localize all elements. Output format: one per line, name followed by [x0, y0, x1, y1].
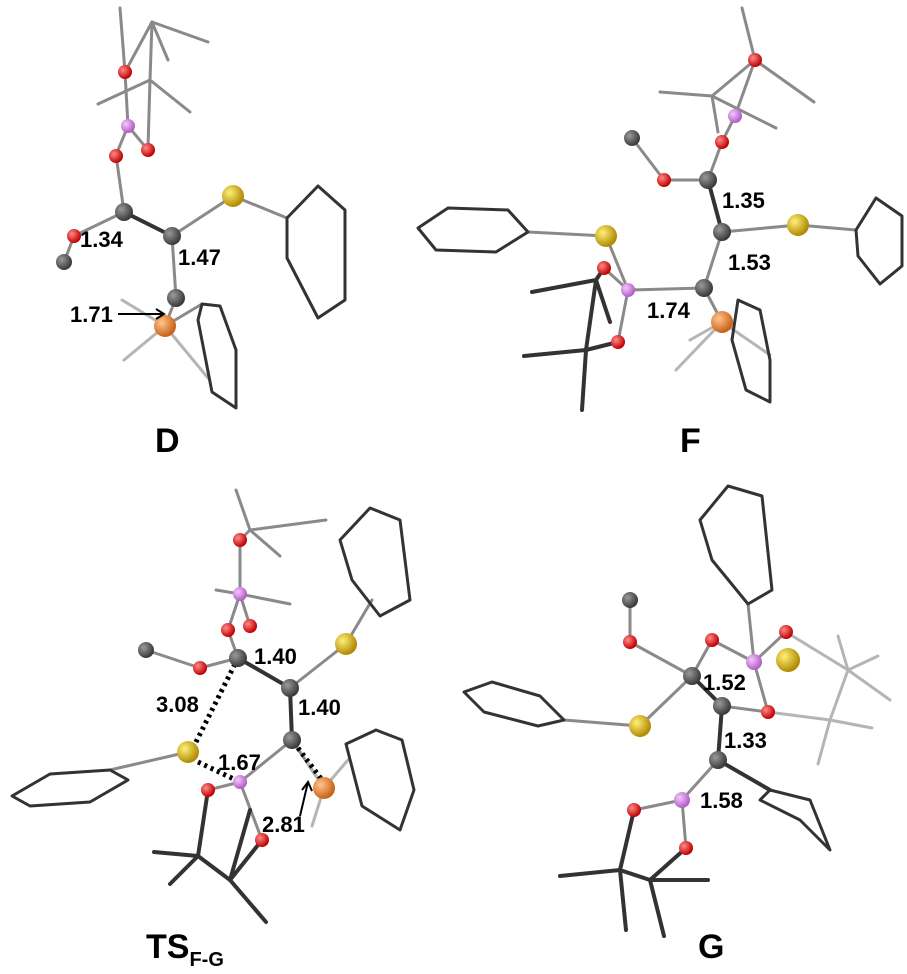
sulfur-atom	[222, 185, 244, 207]
bond-arrow	[118, 308, 166, 320]
phosphorus-atom	[711, 311, 733, 333]
panel-g-label: G	[698, 928, 724, 966]
carbon-atom	[138, 642, 154, 658]
oxygen-atom	[255, 833, 269, 847]
oxygen-atom	[118, 65, 132, 79]
boron-atom	[233, 775, 247, 789]
carbon-atom	[283, 731, 301, 749]
oxygen-atom	[611, 335, 625, 349]
bond-length-label: 1.35	[722, 188, 765, 213]
carbon-atom	[695, 279, 713, 297]
forming-bond-dotted	[196, 759, 242, 785]
panel-f-label: F	[680, 422, 701, 460]
boron-atom	[674, 792, 690, 808]
panel-g-bonds	[558, 598, 892, 938]
oxygen-atom	[193, 661, 207, 675]
carbon-atom	[281, 679, 299, 697]
panel-g: 1.52 1.33 1.58 G	[462, 484, 892, 966]
panel-ts-label: TSF-G	[146, 928, 224, 971]
panel-g-atoms	[622, 592, 800, 855]
bond-length-label: 1.67	[218, 750, 261, 775]
forming-bond-dotted	[191, 656, 241, 748]
sulfur-atom	[595, 225, 617, 247]
panel-f-rings	[416, 196, 904, 404]
boron-atom	[233, 587, 247, 601]
carbon-atom	[622, 592, 638, 608]
oxygen-atom	[761, 705, 775, 719]
oxygen-atom	[705, 633, 719, 647]
carbon-atom	[56, 254, 72, 270]
boron-atom	[621, 283, 635, 297]
bond-length-label: 1.52	[703, 670, 746, 695]
panel-g-rings	[462, 484, 832, 852]
bond-length-label: 1.53	[728, 250, 771, 275]
oxygen-atom	[597, 261, 611, 275]
panel-d-label: D	[155, 422, 180, 460]
bond-length-label: 1.34	[80, 227, 124, 252]
carbon-atom	[163, 227, 181, 245]
bond-length-label: 1.58	[700, 788, 743, 813]
boron-atom	[121, 119, 135, 133]
oxygen-atom	[748, 53, 762, 67]
panel-f-bonds	[522, 6, 858, 412]
sulfur-atom	[776, 648, 800, 672]
bond-arrow	[299, 780, 313, 817]
phosphorus-atom	[154, 315, 176, 337]
panel-ts-rings	[10, 506, 416, 832]
oxygen-atom	[221, 623, 235, 637]
carbon-atom	[699, 171, 717, 189]
carbon-atom	[229, 649, 247, 667]
panel-ts: 1.40 1.40 3.08 1.67 2.81 TSF-G	[10, 488, 416, 971]
carbon-atom	[624, 130, 640, 146]
oxygen-atom	[657, 173, 671, 187]
bond-length-label: 1.33	[724, 728, 767, 753]
oxygen-atom	[109, 149, 123, 163]
bond-length-label: 3.08	[156, 692, 199, 717]
panel-d: 1.34 1.47 1.71 D	[56, 6, 347, 460]
carbon-atom	[713, 697, 731, 715]
bond-length-label: 1.40	[254, 644, 297, 669]
phosphorus-atom	[313, 777, 335, 799]
oxygen-atom	[623, 635, 637, 649]
carbon-atom	[115, 203, 133, 221]
carbon-atom	[709, 751, 727, 769]
panel-ts-label-subscript: F-G	[189, 949, 223, 971]
sulfur-atom	[335, 633, 357, 655]
sulfur-atom	[787, 214, 809, 236]
carbon-atom	[713, 223, 731, 241]
boron-atom	[746, 654, 762, 670]
bond-length-label: 2.81	[262, 812, 305, 837]
oxygen-atom	[141, 143, 155, 157]
oxygen-atom	[67, 229, 81, 243]
oxygen-atom	[679, 841, 693, 855]
oxygen-atom	[233, 533, 247, 547]
sulfur-atom	[629, 715, 651, 737]
panel-d-atoms	[56, 65, 244, 337]
oxygen-atom	[779, 625, 793, 639]
oxygen-atom	[715, 135, 729, 149]
oxygen-atom	[627, 803, 641, 817]
carbon-atom	[167, 289, 185, 307]
sulfur-atom	[177, 741, 199, 763]
oxygen-atom	[243, 619, 257, 633]
bond-length-label: 1.74	[647, 298, 691, 323]
bond-length-label: 1.47	[178, 245, 221, 270]
boron-atom	[728, 109, 742, 123]
oxygen-atom	[201, 783, 215, 797]
panel-ts-label-main: TS	[146, 928, 189, 966]
bond-length-label: 1.40	[298, 695, 341, 720]
bond-length-label: 1.71	[70, 302, 113, 327]
panel-ts-atoms	[138, 533, 357, 847]
panel-d-rings	[196, 184, 347, 410]
panel-f-atoms	[595, 53, 809, 349]
panel-f: 1.35 1.53 1.74 F	[416, 6, 904, 460]
carbon-atom	[683, 667, 701, 685]
